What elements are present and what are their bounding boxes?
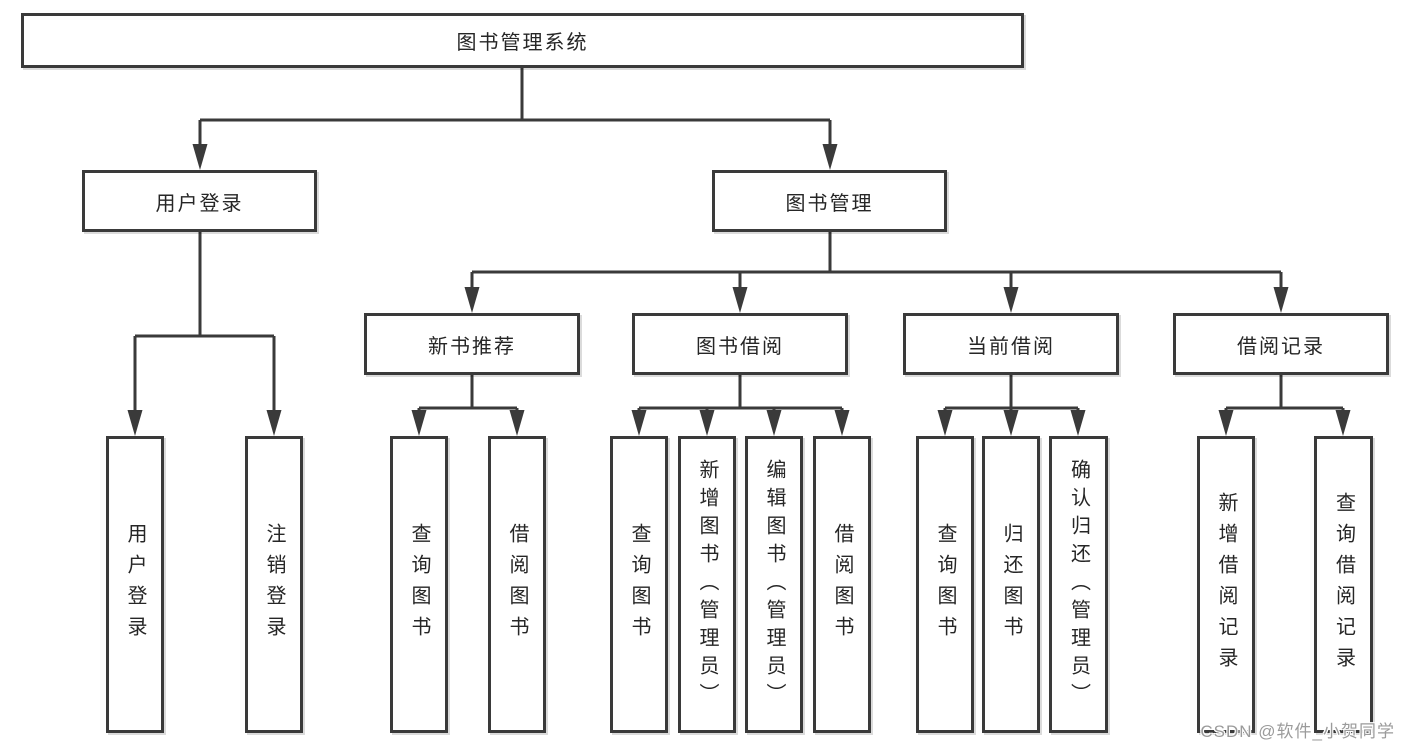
leaf-return-books: 归还图书 [982,436,1040,733]
leaf-recommend-borrow-books-label: 借阅图书 [506,522,528,647]
leaf-borrow-query-books-label: 查询图书 [628,522,650,647]
arrowhead [937,410,953,436]
arrowhead [266,410,282,436]
leaf-current-query-books-label: 查询图书 [934,522,956,647]
arrowhead [411,410,427,436]
leaf-add-books-admin-label: 新增图书（管理员） [696,458,718,711]
arrowhead [766,410,782,436]
leaf-borrow-books-label: 借阅图书 [831,522,853,647]
node-book-borrow: 图书借阅 [632,313,848,375]
leaf-return-books-label: 归还图书 [1000,522,1022,647]
leaf-borrow-query-books: 查询图书 [610,436,668,733]
arrowhead [1218,410,1234,436]
leaf-confirm-return-admin-label: 确认归还（管理员） [1067,458,1090,711]
arrowhead [699,410,715,436]
node-borrow-records: 借阅记录 [1173,313,1389,375]
node-borrow-records-label: 借阅记录 [1237,335,1325,358]
arrowhead [1335,410,1351,436]
node-book-management-label: 图书管理 [785,192,874,215]
leaf-confirm-return-admin: 确认归还（管理员） [1049,436,1108,733]
leaf-query-borrow-record-label: 查询借阅记录 [1332,491,1355,678]
arrowhead [464,287,480,313]
arrowhead [127,410,143,436]
arrowhead [834,410,850,436]
node-new-book-recommend: 新书推荐 [364,313,580,375]
leaf-add-borrow-record-label: 新增借阅记录 [1215,491,1237,678]
arrowhead [822,144,838,170]
node-user-login: 用户登录 [82,170,317,232]
node-current-borrow-label: 当前借阅 [967,335,1055,358]
leaf-add-books-admin: 新增图书（管理员） [678,436,736,733]
leaf-query-borrow-record: 查询借阅记录 [1314,436,1373,733]
leaf-recommend-borrow-books: 借阅图书 [488,436,546,733]
leaf-current-query-books: 查询图书 [916,436,974,733]
leaf-user-login: 用户登录 [106,436,164,733]
node-current-borrow: 当前借阅 [903,313,1119,375]
arrowhead [509,410,525,436]
arrowhead [631,410,647,436]
node-root: 图书管理系统 [21,13,1024,68]
arrowhead [1273,287,1289,313]
csdn-watermark: CSDN @软件_小贺同学 [1200,722,1395,741]
node-root-label: 图书管理系统 [456,32,589,54]
leaf-borrow-books: 借阅图书 [813,436,871,733]
node-new-book-recommend-label: 新书推荐 [428,335,516,358]
arrowhead [1003,410,1019,436]
node-book-borrow-label: 图书借阅 [696,335,784,358]
leaf-edit-books-admin-label: 编辑图书（管理员） [763,458,785,711]
leaf-user-login-label: 用户登录 [124,522,146,647]
leaf-logout-label: 注销登录 [263,522,285,647]
arrowhead [192,144,208,170]
leaf-edit-books-admin: 编辑图书（管理员） [745,436,803,733]
leaf-add-borrow-record: 新增借阅记录 [1197,436,1255,733]
leaf-recommend-query-books: 查询图书 [390,436,448,733]
arrowhead [1003,287,1019,313]
node-book-management: 图书管理 [712,170,947,232]
leaf-logout: 注销登录 [245,436,303,733]
leaf-recommend-query-books-label: 查询图书 [408,522,430,647]
node-user-login-label: 用户登录 [155,192,244,215]
arrowhead [732,287,748,313]
arrowhead [1070,410,1086,436]
